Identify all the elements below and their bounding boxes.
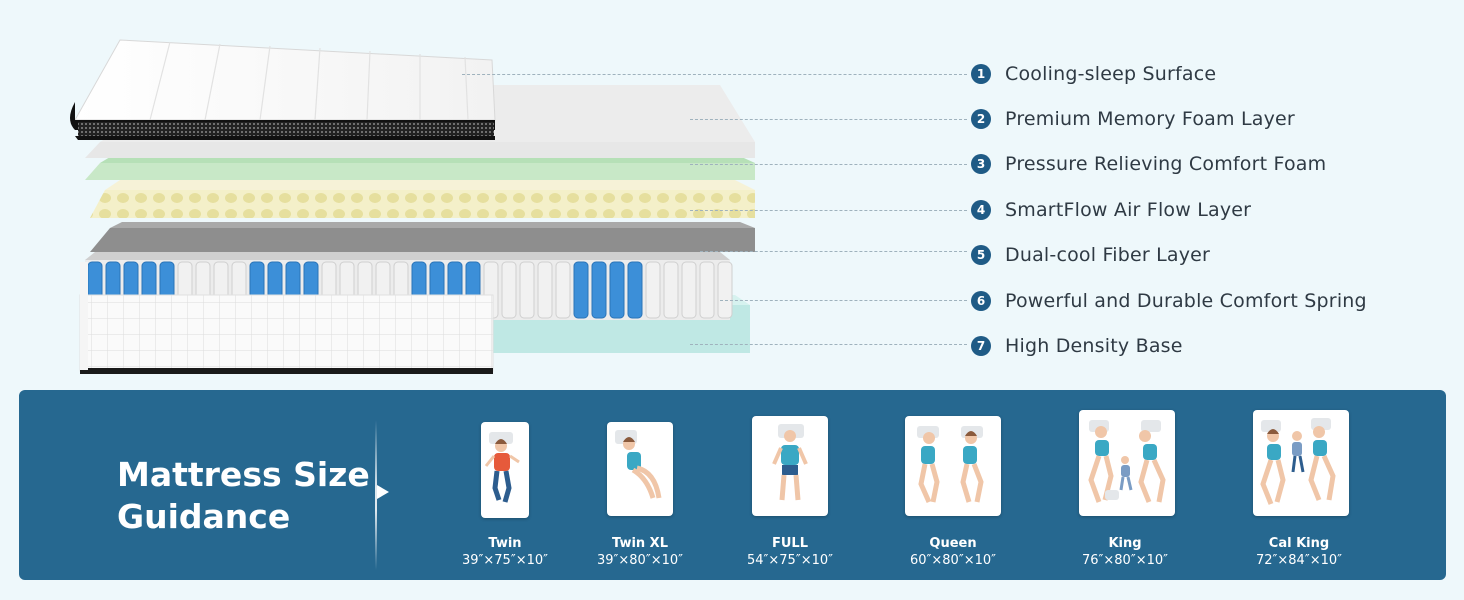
single-sleeper-icon	[484, 432, 520, 503]
layer-diagram: 1 Cooling-sleep Surface 2 Premium Memory…	[70, 39, 1367, 374]
leader-line	[700, 251, 967, 252]
size-dimensions: 60″×80″×10″	[910, 553, 996, 568]
layer-name: SmartFlow Air Flow Layer	[1005, 199, 1252, 221]
size-name: Twin	[488, 536, 522, 551]
number-badge: 4	[971, 200, 991, 220]
pocket-spring	[537, 261, 553, 319]
size-dimensions: 72″×84″×10″	[1256, 553, 1342, 568]
layer-name: Pressure Relieving Comfort Foam	[1005, 153, 1327, 175]
size-name: Cal King	[1268, 536, 1330, 551]
pocket-spring	[699, 261, 715, 319]
layer-label-5: 5 Dual-cool Fiber Layer	[971, 243, 1210, 267]
leader-line	[690, 344, 967, 345]
guide-title-line: Mattress Size	[117, 455, 370, 494]
layer-label-2: 2 Premium Memory Foam Layer	[971, 107, 1295, 131]
cooling-cover-illustration	[70, 39, 496, 140]
divider	[375, 420, 377, 570]
number-badge: 1	[971, 64, 991, 84]
size-name: Twin XL	[612, 536, 668, 551]
number-badge: 2	[971, 109, 991, 129]
size-name: King	[1108, 536, 1142, 551]
pocket-spring	[573, 261, 589, 319]
number-badge: 3	[971, 154, 991, 174]
pocket-spring	[555, 261, 571, 319]
leader-line	[462, 74, 967, 75]
size-card-twin-xl	[607, 422, 673, 516]
size-dimensions: 54″×75″×10″	[747, 553, 833, 568]
single-sleeper-icon	[615, 430, 662, 499]
leader-line	[690, 119, 967, 120]
pocket-spring	[519, 261, 535, 319]
size-guidance-panel: Mattress Size Guidance Twin 39″×75″×10″ …	[19, 390, 1446, 580]
size-card-cal-king	[1253, 410, 1349, 516]
layer-name: Cooling-sleep Surface	[1005, 63, 1217, 85]
layer-name: Premium Memory Foam Layer	[1005, 108, 1295, 130]
family-sleepers-icon	[1260, 418, 1336, 505]
guide-title-line: Guidance	[117, 497, 291, 536]
pocket-spring	[681, 261, 697, 319]
layer-name: High Density Base	[1005, 335, 1183, 357]
leader-line	[690, 164, 967, 165]
pocket-spring	[501, 261, 517, 319]
size-dimensions: 39″×75″×10″	[462, 553, 548, 568]
size-dimensions: 39″×80″×10″	[597, 553, 683, 568]
layer-name: Dual-cool Fiber Layer	[1005, 244, 1211, 266]
size-card-king	[1079, 410, 1175, 516]
leader-line	[720, 300, 967, 301]
layer-label-6: 6 Powerful and Durable Comfort Spring	[971, 289, 1367, 313]
number-badge: 5	[971, 245, 991, 265]
layer-label-7: 7 High Density Base	[971, 334, 1183, 358]
layer-label-4: 4 SmartFlow Air Flow Layer	[971, 198, 1251, 222]
size-card-queen	[905, 416, 1001, 516]
size-name: FULL	[771, 536, 808, 551]
pocket-spring	[591, 261, 607, 319]
size-card-full	[752, 416, 828, 516]
arrow-right-icon	[377, 485, 389, 499]
single-sleeper-icon	[772, 424, 808, 501]
pocket-spring	[645, 261, 661, 319]
family-sleepers-icon	[1088, 420, 1166, 503]
layer-label-1: 1 Cooling-sleep Surface	[971, 62, 1216, 86]
pocket-spring	[609, 261, 625, 319]
number-badge: 6	[971, 291, 991, 311]
guide-title: Mattress Size Guidance	[117, 454, 370, 538]
pocket-spring	[663, 261, 679, 319]
leader-line	[690, 210, 967, 211]
couple-sleepers-icon	[917, 426, 984, 504]
size-dimensions: 76″×80″×10″	[1082, 553, 1168, 568]
size-name: Queen	[929, 536, 977, 551]
layer-label-3: 3 Pressure Relieving Comfort Foam	[971, 152, 1326, 176]
mattress-exploded-illustration	[70, 39, 755, 374]
number-badge: 7	[971, 336, 991, 356]
pocket-spring	[717, 261, 733, 319]
size-card-twin	[481, 422, 529, 518]
pocket-spring	[627, 261, 643, 319]
layer-name: Powerful and Durable Comfort Spring	[1005, 290, 1367, 312]
